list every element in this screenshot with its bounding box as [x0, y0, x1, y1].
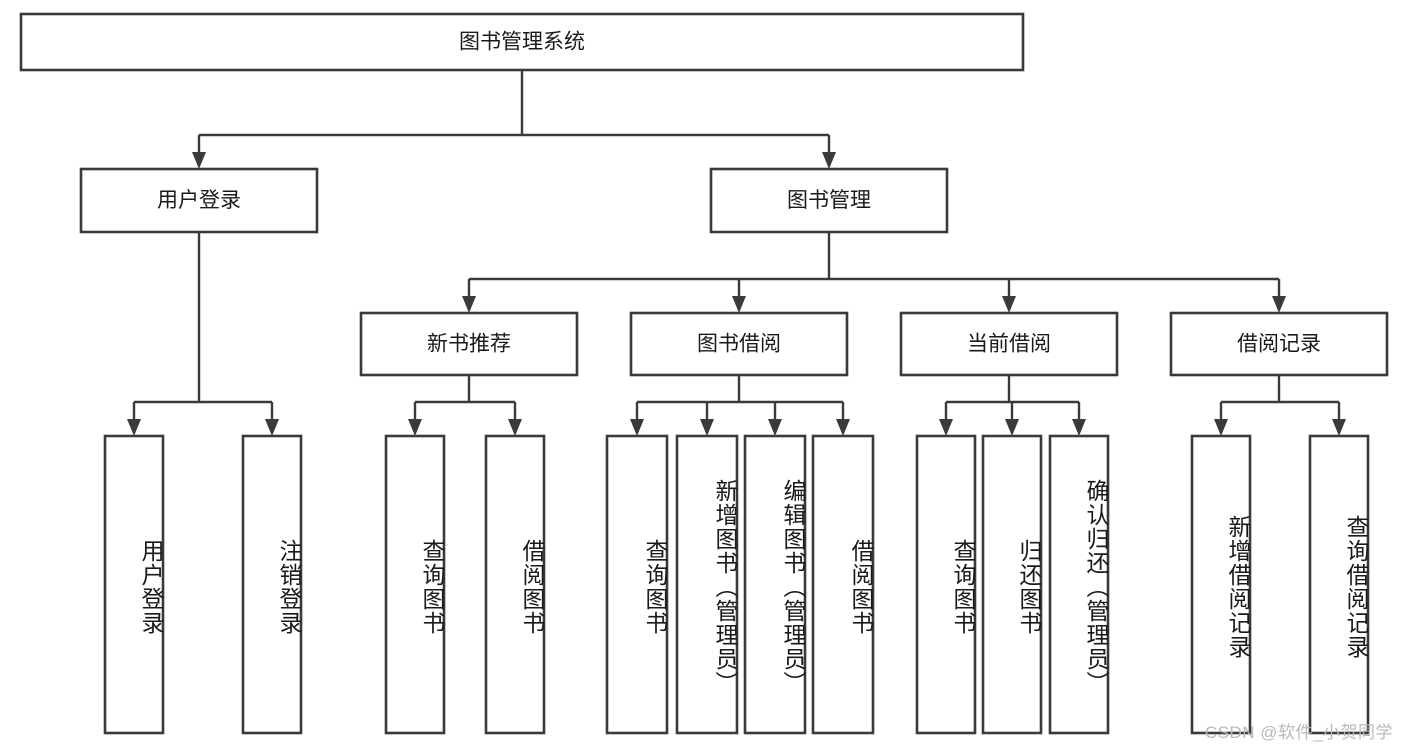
node-box-leaf-add-record[interactable] [1190, 434, 1252, 735]
node-box-leaf-user-logout[interactable] [241, 434, 303, 735]
node-box-leaf-borrow-book-1[interactable] [484, 434, 546, 735]
node-box-current-borrow[interactable] [899, 311, 1119, 377]
edge-arrowhead [127, 419, 141, 436]
node-label-new-book-rec: 新书推荐 [427, 333, 511, 356]
node-box-leaf-add-book[interactable] [675, 434, 739, 735]
node-box-root[interactable] [19, 12, 1025, 72]
node-box-leaf-confirm-return[interactable] [1048, 434, 1110, 735]
edge-arrowhead [939, 419, 953, 436]
edge-arrowhead [822, 152, 836, 169]
node-label-root: 图书管理系统 [459, 31, 585, 54]
node-box-book-borrow[interactable] [629, 311, 849, 377]
edge-arrowhead [265, 419, 279, 436]
node-box-leaf-query-book-1[interactable] [384, 434, 446, 735]
node-box-new-book-rec[interactable] [359, 311, 579, 377]
node-box-leaf-query-record[interactable] [1308, 434, 1370, 735]
edge-arrowhead [732, 296, 746, 313]
node-box-leaf-borrow-book-2[interactable] [811, 434, 875, 735]
edge-arrowhead [508, 419, 522, 436]
edge-arrowhead [1272, 296, 1286, 313]
edge-arrowhead [1214, 419, 1228, 436]
node-box-leaf-query-book-2[interactable] [605, 434, 669, 735]
edge-arrowhead [1072, 419, 1086, 436]
edge-arrowhead [192, 152, 206, 169]
edge-arrowhead [1002, 296, 1016, 313]
edges-layer [127, 70, 1346, 436]
csdn-watermark: CSDN @软件_小贺同学 [1204, 723, 1393, 742]
node-label-book-borrow: 图书借阅 [697, 333, 781, 356]
node-box-borrow-record[interactable] [1169, 311, 1389, 377]
node-label-book-manage: 图书管理 [787, 189, 871, 212]
nodes-layer [19, 12, 1389, 735]
edge-arrowhead [700, 419, 714, 436]
node-box-leaf-query-book-3[interactable] [915, 434, 977, 735]
node-label-user-login: 用户登录 [157, 189, 241, 212]
node-box-leaf-return-book[interactable] [981, 434, 1043, 735]
node-box-leaf-edit-book[interactable] [743, 434, 807, 735]
node-box-user-login[interactable] [79, 167, 319, 234]
node-label-current-borrow: 当前借阅 [967, 333, 1051, 356]
edge-arrowhead [1005, 419, 1019, 436]
edge-arrowhead [630, 419, 644, 436]
node-box-book-manage[interactable] [709, 167, 949, 234]
edge-arrowhead [1332, 419, 1346, 436]
edge-arrowhead [836, 419, 850, 436]
edge-arrowhead [768, 419, 782, 436]
node-label-borrow-record: 借阅记录 [1237, 333, 1321, 356]
edge-arrowhead [408, 419, 422, 436]
node-box-leaf-user-login[interactable] [103, 434, 165, 735]
edge-arrowhead [462, 296, 476, 313]
